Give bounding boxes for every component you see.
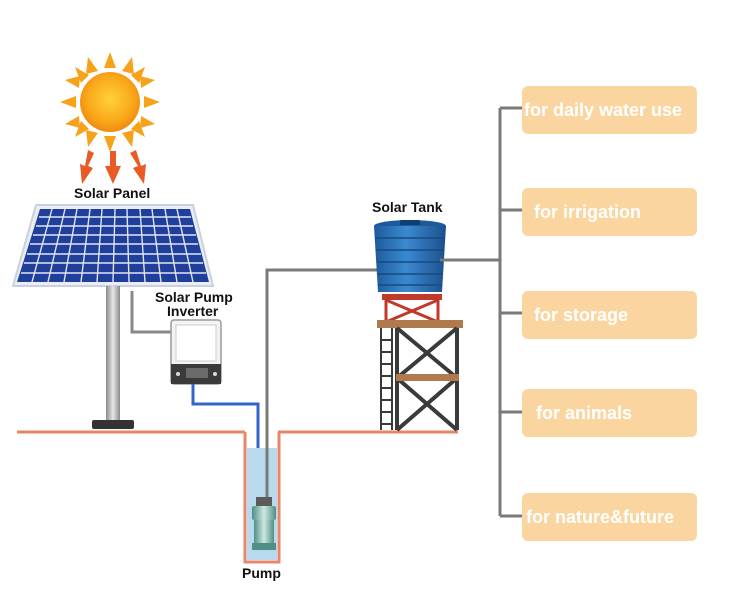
use-box-daily-water: for daily water use <box>522 86 697 134</box>
distribution-pipes <box>440 106 522 518</box>
use-box-label: for storage <box>534 304 629 325</box>
pump-to-tank-pipe <box>265 268 386 497</box>
solar-panel-label: Solar Panel <box>74 185 151 201</box>
use-box-animals: for animals <box>522 389 697 437</box>
use-box-label: for nature&future <box>526 506 674 527</box>
inverter-label-line1: Solar Pump <box>155 289 233 305</box>
use-box-irrigation: for irrigation <box>522 188 697 236</box>
use-box-label: for daily water use <box>524 99 683 120</box>
tank-stand <box>377 294 463 432</box>
solar-pump-inverter <box>170 319 222 385</box>
use-box-storage: for storage <box>522 291 697 339</box>
pump-label: Pump <box>242 565 281 581</box>
use-box-label: for animals <box>536 402 633 423</box>
solar-panel <box>11 204 215 429</box>
pump-icon <box>252 497 276 550</box>
panel-inverter-wire <box>130 291 171 334</box>
inverter-label-line2: Inverter <box>167 303 219 319</box>
sun-icon <box>60 52 160 152</box>
solar-tank-label: Solar Tank <box>372 199 443 215</box>
water-tank <box>374 220 446 292</box>
use-box-label: for irrigation <box>534 201 641 222</box>
sun-rays-arrows <box>80 150 146 184</box>
use-box-nature-future: for nature&future <box>522 493 697 541</box>
